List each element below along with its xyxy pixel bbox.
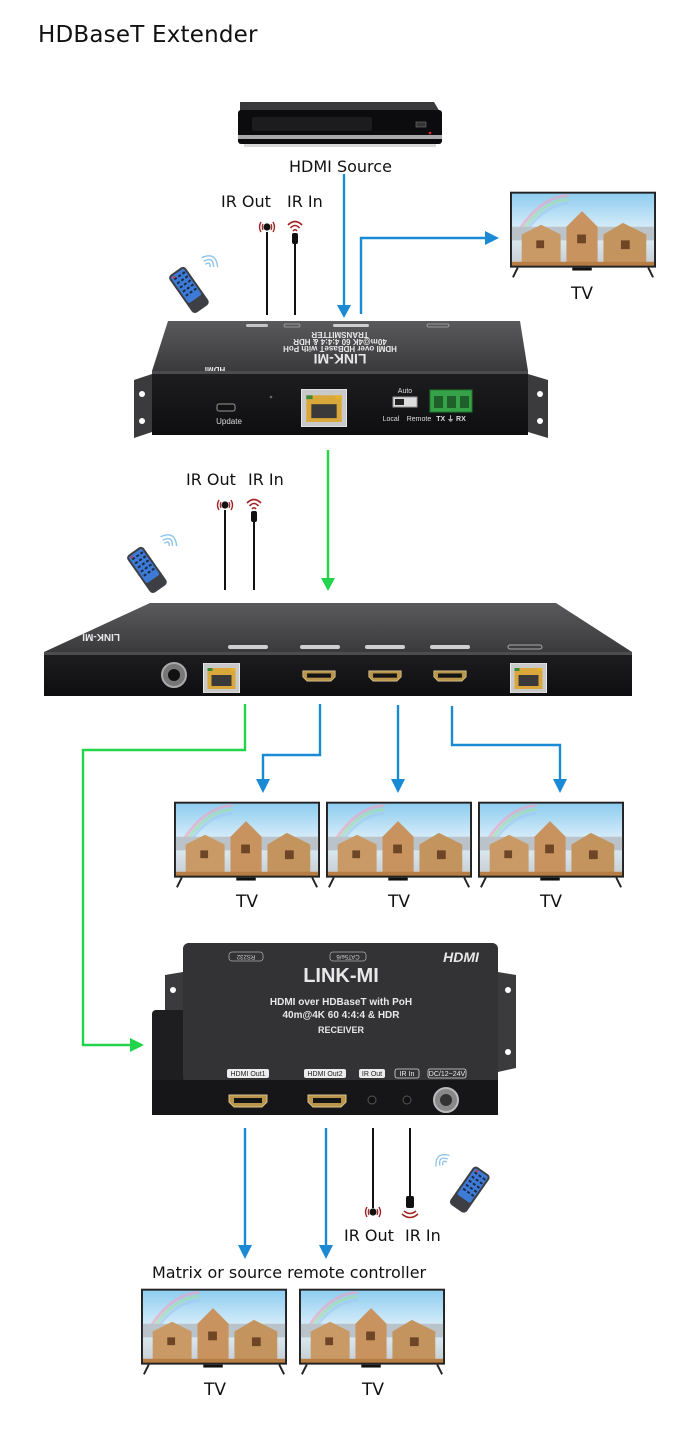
port-tag-hdmi-out2: HDMI Out2 xyxy=(307,1071,342,1078)
tv-row-bottom xyxy=(141,1287,445,1376)
ir-in-label-top: IR In xyxy=(287,192,323,211)
port-tag-hdmi-out1: HDMI Out1 xyxy=(230,1071,265,1078)
switch-remote-label: Remote xyxy=(407,416,432,423)
arrow-down-icon xyxy=(391,779,405,793)
hdmi-port-icon xyxy=(302,670,336,682)
matrix-remote-label: Matrix or source remote controller xyxy=(152,1263,427,1282)
hdmi-out1-port xyxy=(228,1094,268,1108)
port-tag-dc: DC/12~24V xyxy=(429,1071,466,1078)
rs232-tag: RS232 xyxy=(236,953,255,959)
svg-text:HDMI: HDMI xyxy=(205,365,225,374)
remote-control-middle xyxy=(125,530,181,595)
tv-1 xyxy=(174,800,320,889)
arrow-down-icon xyxy=(319,1245,333,1259)
arrow-down-icon xyxy=(553,779,567,793)
hdmi-out1-line xyxy=(261,704,322,780)
splitter-device: LINK-MI xyxy=(44,603,632,696)
rj45-hdbaset-out-port xyxy=(203,663,240,693)
switch-local-label: Local xyxy=(383,416,400,423)
tv-5 xyxy=(299,1287,445,1376)
svg-text:TRANSMITTER: TRANSMITTER xyxy=(311,330,369,339)
svg-text:LINK-MI: LINK-MI xyxy=(314,351,367,367)
tv-top-right xyxy=(510,190,656,279)
remote-control-top xyxy=(167,251,222,315)
ir-out-label-bottom: IR Out xyxy=(344,1226,394,1245)
transmitter-device: HDMI over HDBaseT with PoH 40m@4K 60 4:4… xyxy=(134,321,548,438)
svg-text:40m@4K 60 4:4:4 & HDR: 40m@4K 60 4:4:4 & HDR xyxy=(293,337,387,346)
tv-label-4: TV xyxy=(203,1380,226,1400)
usb-update-port xyxy=(216,403,236,412)
arrow-down-icon xyxy=(321,578,335,591)
arrow-down-icon xyxy=(238,1245,252,1259)
arrow-right-icon xyxy=(130,1038,144,1052)
tv-row-middle xyxy=(174,800,624,889)
tv-label-2: TV xyxy=(387,892,410,912)
ir-out-label-top: IR Out xyxy=(221,192,271,211)
receiver-device xyxy=(152,943,516,1115)
port-tag-ir-out: IR Out xyxy=(362,1071,382,1078)
ir-cables-middle xyxy=(216,498,262,590)
port-tag-ir-in: IR In xyxy=(400,1071,415,1078)
rj45-port-icon xyxy=(301,389,347,427)
receiver-line1: HDMI over HDBaseT with PoH xyxy=(270,997,412,1008)
hdmi-source-device xyxy=(238,102,442,147)
rj45-port-icon xyxy=(510,663,547,693)
receiver-brand: LINK-MI xyxy=(303,965,379,987)
tv-label-3: TV xyxy=(539,892,562,912)
cat-tag: CAT5e/6 xyxy=(336,953,360,959)
hdbaset-to-receiver-line xyxy=(81,704,247,1047)
tv-2 xyxy=(326,800,472,889)
update-port-label: Update xyxy=(216,417,242,426)
page-title: HDBaseT Extender xyxy=(38,22,258,48)
ir-cables-top xyxy=(258,220,303,315)
tv-label-5: TV xyxy=(361,1380,384,1400)
hdmi-out3-line xyxy=(450,706,562,780)
tv-3 xyxy=(478,800,624,889)
arrow-right-icon xyxy=(485,231,499,245)
tv-4 xyxy=(141,1287,287,1376)
ir-out-label-mid: IR Out xyxy=(186,470,236,489)
svg-text:HDMI over HDBaseT with PoH: HDMI over HDBaseT with PoH xyxy=(283,344,397,353)
ir-in-label-mid: IR In xyxy=(248,470,284,489)
receiver-port-tags xyxy=(227,1068,467,1079)
hdmi-logo: HDMI xyxy=(443,949,480,965)
remote-control-bottom xyxy=(431,1150,501,1219)
receiver-line3: RECEIVER xyxy=(318,1025,365,1035)
tv-label-1: TV xyxy=(235,892,258,912)
arrow-down-icon xyxy=(337,305,351,318)
arrow-down-icon xyxy=(256,779,270,793)
ir-in-label-bottom: IR In xyxy=(405,1226,441,1245)
splitter-brand: LINK-MI xyxy=(82,631,120,642)
hdmi-port-icon xyxy=(368,670,402,682)
hdmi-port-icon xyxy=(433,670,467,682)
receiver-line2: 40m@4K 60 4:4:4 & HDR xyxy=(282,1010,400,1021)
ir-cables-bottom xyxy=(364,1128,419,1219)
rs232-pins-label: TX ⏚ RX xyxy=(436,415,466,423)
hdmi-out2-port xyxy=(307,1094,347,1108)
switch-auto-label: Auto xyxy=(398,388,413,395)
loop-out-to-tv-line xyxy=(359,236,488,314)
tv-label-top: TV xyxy=(570,284,593,304)
hdmi-source-label: HDMI Source xyxy=(289,157,392,176)
